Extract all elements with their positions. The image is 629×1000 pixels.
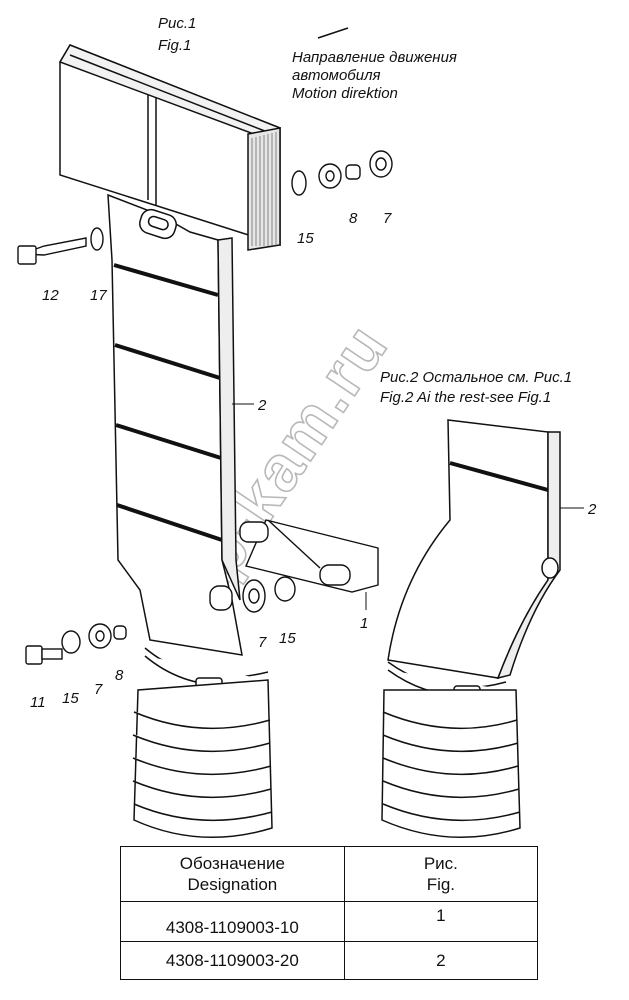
filter-grille (251, 132, 277, 246)
header-fig: Рис. Fig. (343, 846, 539, 902)
table-header-row: Обозначение Designation Рис. Fig. (120, 846, 539, 902)
header-designation: Обозначение Designation (120, 846, 345, 902)
corrugated-hose-fig2 (381, 689, 521, 838)
direction-label-ru-1: Направление движения (292, 49, 457, 66)
fig2-caption-line1: Рис.2 Остальное см. Рис.1 (380, 369, 572, 386)
callout-7-top: 7 (383, 210, 392, 227)
direction-label-ru-2: автомобиля (292, 67, 381, 84)
callout-15-low: 15 (62, 690, 79, 707)
fig2-caption-line2: Fig.2 Ai the rest-see Fig.1 (380, 389, 551, 406)
mounting-bracket (239, 519, 379, 593)
air-intake-duct (107, 193, 243, 656)
callout-15-mid: 15 (279, 630, 296, 647)
duct-ribs-fig2 (449, 461, 549, 492)
callout-15-top: 15 (297, 230, 314, 247)
fig1-caption-ru: Рис.1 (158, 15, 196, 32)
row-1-fig: 1 (343, 901, 539, 942)
fasteners-middle (209, 576, 296, 613)
row-2-fig: 2 (343, 941, 539, 980)
callout-2-fig1: 2 (257, 397, 267, 414)
duct-ribs (113, 263, 223, 542)
table-row: 4308-1109003-10 1 (120, 901, 539, 942)
air-intake-duct-fig2 (387, 419, 561, 680)
direction-label-en: Motion direktion (292, 85, 398, 102)
fasteners-bottom (25, 623, 127, 665)
designation-table: Обозначение Designation Рис. Fig. 4308-1… (120, 846, 539, 980)
row-2-designation: 4308-1109003-20 (120, 941, 345, 980)
callout-11: 11 (30, 694, 46, 711)
callout-7-low: 7 (94, 681, 103, 698)
table-row: 4308-1109003-20 2 (120, 941, 539, 980)
direction-arrow (317, 27, 349, 39)
callout-17: 17 (90, 287, 107, 304)
callout-1: 1 (360, 615, 368, 632)
fasteners-top (17, 150, 393, 265)
callout-2-fig2: 2 (587, 501, 597, 518)
callout-12: 12 (42, 287, 59, 304)
callout-7-mid: 7 (258, 634, 267, 651)
fig1-caption-en: Fig.1 (158, 37, 191, 54)
row-1-designation: 4308-1109003-10 (120, 901, 345, 942)
callout-8-low: 8 (115, 667, 124, 684)
corrugated-hose-fig1 (132, 679, 273, 838)
callout-8-top: 8 (349, 210, 358, 227)
